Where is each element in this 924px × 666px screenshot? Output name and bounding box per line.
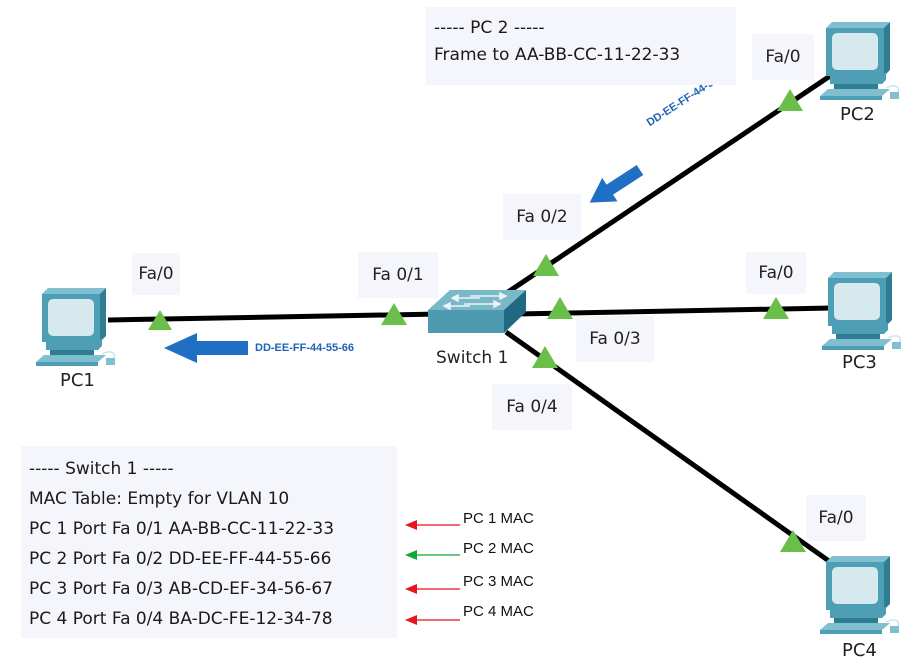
device-name-pc1: PC1 bbox=[60, 370, 95, 391]
device-name-pc4: PC4 bbox=[842, 640, 877, 661]
mac-annotation-arrows bbox=[405, 520, 460, 625]
port-label-pc1: Fa/0 bbox=[132, 253, 180, 295]
port-indicator-fa04 bbox=[532, 346, 558, 368]
flow-label-switch-to-pc1: DD-EE-FF-44-55-66 bbox=[255, 342, 355, 354]
mac-entry-pc3: PC 3 Port Fa 0/3 AB-CD-EF-34-56-67 bbox=[29, 579, 333, 599]
mac-annotation-pc3: PC 3 MAC bbox=[463, 573, 534, 590]
switch-note-subtitle: MAC Table: Empty for VLAN 10 bbox=[29, 489, 290, 509]
port-label-pc2: Fa/0 bbox=[752, 34, 814, 80]
mac-entry-pc4: PC 4 Port Fa 0/4 BA-DC-FE-12-34-78 bbox=[29, 609, 333, 629]
pc2-note-title: ----- PC 2 ----- bbox=[434, 18, 545, 38]
mac-entry-pc2: PC 2 Port Fa 0/2 DD-EE-FF-44-55-66 bbox=[29, 549, 332, 569]
pc3-icon[interactable] bbox=[821, 271, 902, 351]
arrow-pc1-mac bbox=[405, 520, 460, 530]
switch-note-title: ----- Switch 1 ----- bbox=[29, 459, 174, 479]
pc4-icon[interactable] bbox=[819, 555, 900, 635]
port-label-fa03: Fa 0/3 bbox=[576, 316, 654, 362]
port-indicator-pc3 bbox=[763, 297, 789, 319]
link-switch-pc4[interactable] bbox=[504, 329, 838, 569]
port-indicator-fa01 bbox=[381, 303, 407, 325]
pc1-icon[interactable] bbox=[35, 287, 116, 367]
mac-entry-pc1: PC 1 Port Fa 0/1 AA-BB-CC-11-22-33 bbox=[29, 519, 335, 539]
flow-arrow-switch-to-pc1 bbox=[164, 333, 248, 363]
port-indicator-fa03 bbox=[547, 297, 573, 319]
arrow-pc4-mac bbox=[405, 615, 460, 625]
pc2-note: ----- PC 2 ----- Frame to AA-BB-CC-11-22… bbox=[426, 7, 736, 85]
port-label-fa01: Fa 0/1 bbox=[358, 252, 438, 298]
switch-icon[interactable] bbox=[428, 290, 526, 333]
device-name-pc2: PC2 bbox=[840, 104, 875, 125]
device-name-switch1: Switch 1 bbox=[436, 348, 509, 368]
port-indicator-pc4 bbox=[780, 530, 806, 552]
mac-annotation-pc1: PC 1 MAC bbox=[463, 510, 534, 527]
pc2-note-line: Frame to AA-BB-CC-11-22-33 bbox=[434, 45, 681, 65]
port-label-pc4: Fa/0 bbox=[806, 495, 866, 541]
port-indicator-fa02 bbox=[533, 254, 559, 276]
mac-annotation-pc2: PC 2 MAC bbox=[463, 540, 534, 557]
pc2-icon[interactable] bbox=[819, 21, 900, 101]
port-label-fa04: Fa 0/4 bbox=[492, 384, 572, 430]
arrow-pc3-mac bbox=[405, 584, 460, 594]
switch-note: ----- Switch 1 ----- MAC Table: Empty fo… bbox=[21, 446, 397, 638]
port-label-pc3: Fa/0 bbox=[746, 252, 806, 294]
port-indicator-pc1 bbox=[148, 310, 172, 330]
mac-annotation-pc4: PC 4 MAC bbox=[463, 603, 534, 620]
device-name-pc3: PC3 bbox=[842, 352, 877, 373]
port-label-fa02: Fa 0/2 bbox=[503, 194, 581, 240]
arrow-pc2-mac bbox=[405, 550, 460, 560]
port-indicator-pc2 bbox=[777, 89, 803, 111]
flow-arrow-pc2-to-switch bbox=[589, 164, 644, 203]
